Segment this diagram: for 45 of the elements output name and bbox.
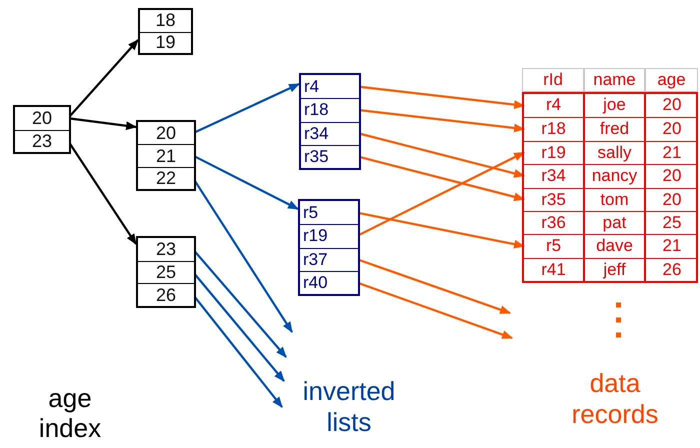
key-cell: 25 bbox=[138, 260, 194, 284]
record-field: fred bbox=[585, 118, 646, 141]
record-row bbox=[524, 164, 696, 188]
index-node-box bbox=[136, 120, 196, 192]
record-row bbox=[524, 188, 696, 211]
record-field: 21 bbox=[646, 142, 698, 164]
record-field: sally bbox=[585, 142, 646, 164]
index-node-box bbox=[138, 8, 193, 55]
column-header: rId bbox=[522, 68, 584, 92]
record-field: dave bbox=[585, 235, 646, 258]
record-row bbox=[524, 234, 696, 258]
record-row bbox=[524, 140, 696, 164]
record-field: r19 bbox=[524, 142, 585, 164]
record-field: tom bbox=[585, 188, 646, 211]
record-field: r34 bbox=[524, 165, 585, 188]
record-field: 20 bbox=[646, 94, 698, 118]
record-row bbox=[524, 211, 696, 234]
record-field: r5 bbox=[524, 235, 585, 258]
records-table bbox=[522, 92, 698, 284]
record-row bbox=[524, 258, 696, 282]
record-field: 26 bbox=[646, 258, 698, 282]
record-field: nancy bbox=[585, 165, 646, 188]
inverted-list-box bbox=[299, 73, 361, 170]
record-field: jeff bbox=[585, 258, 646, 282]
record-field: 20 bbox=[646, 165, 698, 188]
record-field: 21 bbox=[646, 235, 698, 258]
record-field: r36 bbox=[524, 212, 585, 234]
index-node-box bbox=[136, 236, 196, 308]
column-header: age bbox=[645, 68, 698, 92]
caption-text: age index bbox=[38, 383, 102, 445]
record-field: 20 bbox=[646, 188, 698, 211]
record-field: pat bbox=[585, 212, 646, 234]
record-field: joe bbox=[585, 94, 646, 118]
record-field: 20 bbox=[646, 118, 698, 141]
column-header: name bbox=[584, 68, 645, 92]
index-node-box bbox=[13, 105, 71, 154]
inverted-list-box bbox=[298, 199, 360, 296]
record-field: 25 bbox=[646, 212, 698, 234]
record-row bbox=[524, 117, 696, 141]
caption-text: data records bbox=[570, 368, 660, 431]
record-field: r41 bbox=[524, 258, 585, 282]
caption-text: inverted lists bbox=[302, 376, 396, 439]
record-field: r35 bbox=[524, 188, 585, 211]
record-field: r4 bbox=[524, 94, 585, 118]
record-field: r18 bbox=[524, 118, 585, 141]
